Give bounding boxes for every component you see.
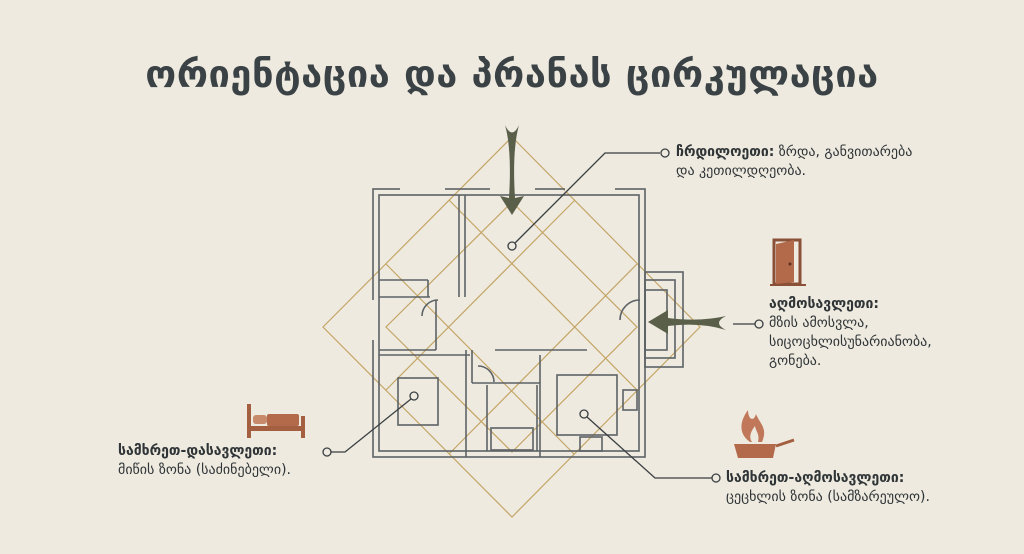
leader-lines xyxy=(322,148,764,483)
east-text-line1: მზის ამოსვლა, xyxy=(769,315,869,331)
north-heading: ჩრდილოეთი: xyxy=(676,144,775,160)
southwest-text: მიწის ზონა (საძინებელი). xyxy=(118,462,291,478)
southeast-text: ცეცხლის ზონა (სამზარეულო). xyxy=(726,489,930,505)
southwest-heading: სამხრეთ-დასავლეთი: xyxy=(118,443,278,459)
east-heading: აღმოსავლეთი: xyxy=(769,296,880,312)
house-walls xyxy=(372,188,684,458)
page-title: ორიენტაცია და პრანას ცირკულაცია xyxy=(145,52,879,96)
arrow-left-icon xyxy=(648,310,726,334)
door-icon xyxy=(770,238,806,286)
north-text-line2: და კეთილდღეობა. xyxy=(676,163,806,179)
north-text-line1: ზრდა, განვითარება xyxy=(778,144,913,160)
windows xyxy=(370,186,615,340)
southeast-heading: სამხრეთ-აღმოსავლეთი: xyxy=(726,470,905,486)
east-text-line2: სიცოცხლისუნარიანობა, xyxy=(769,334,932,350)
east-zone-label: აღმოსავლეთი: მზის ამოსვლა, სიცოცხლისუნარ… xyxy=(769,295,932,371)
southeast-zone-label: სამხრეთ-აღმოსავლეთი: ცეცხლის ზონა (სამზა… xyxy=(726,469,930,507)
arrow-down-icon xyxy=(500,125,524,215)
bed-icon xyxy=(247,404,305,438)
southwest-zone-label: სამხრეთ-დასავლეთი: მიწის ზონა (საძინებელ… xyxy=(118,442,291,480)
pan-fire-icon xyxy=(734,410,795,458)
east-text-line3: გონება. xyxy=(769,353,822,369)
north-zone-label: ჩრდილოეთი: ზრდა, განვითარება და კეთილდღე… xyxy=(676,143,912,181)
